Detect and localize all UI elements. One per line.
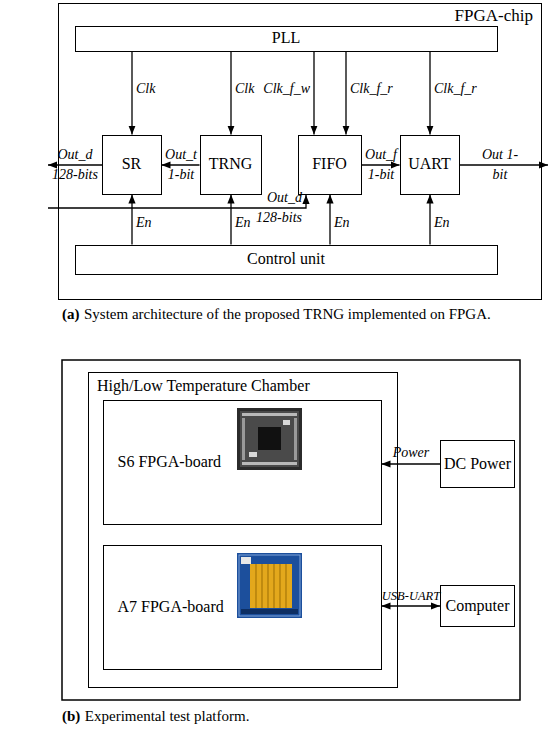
node-label: SR <box>122 155 142 173</box>
chip-boundary: FPGA-chipPLL SR TRNG FIFO UART Control unit <box>58 3 542 300</box>
caption-number: (a) <box>62 306 80 322</box>
process-box: SR <box>102 135 162 195</box>
board-box: S6 FPGA-board <box>103 400 382 525</box>
signal-label: En <box>136 214 160 232</box>
signal-label: Power <box>382 444 440 462</box>
process-box: FIFO <box>298 135 362 195</box>
signal-label: Out_f 1-bit <box>362 145 400 185</box>
signal-label: Out_d 128-bits <box>52 147 98 182</box>
node-label: A7 FPGA-board <box>118 598 224 616</box>
signal-label: Clk_f_w <box>252 80 310 98</box>
signal-label: Out_d 128-bits <box>248 188 302 228</box>
connector-arrow <box>382 605 441 606</box>
output-wire <box>460 164 548 165</box>
connector-arrow <box>162 164 200 165</box>
node-label: S6 FPGA-board <box>118 453 222 471</box>
signal-label: Out_d 128-bits <box>49 145 101 185</box>
chamber-box: High/Low Temperature Chamber S6 FPGA-boar… <box>88 372 398 688</box>
connector-arrow <box>429 195 430 245</box>
connector-arrow <box>429 52 430 135</box>
signal-label: Out_d 128-bits <box>256 190 302 225</box>
connector-arrow <box>131 52 132 135</box>
board-photo <box>237 553 302 618</box>
board-box: A7 FPGA-board <box>103 545 382 670</box>
signal-label: En <box>235 214 259 232</box>
node-label: High/Low Temperature Chamber <box>97 377 310 395</box>
node-label: FPGA-chip <box>455 6 533 26</box>
node-label: UART <box>408 155 451 173</box>
signal-label: USB-UART <box>375 587 447 605</box>
node-label: Control unit <box>247 250 325 268</box>
connector-arrow <box>362 164 400 165</box>
signal-label: En <box>334 214 358 232</box>
connector-arrow <box>230 52 231 135</box>
connector-arrow <box>382 463 441 464</box>
caption-text: (b) Experimental test platform. <box>62 707 522 726</box>
connector-arrow <box>313 52 314 135</box>
node-label: PLL <box>272 29 300 47</box>
signal-label: Clk <box>235 80 265 98</box>
board-photo <box>237 408 302 470</box>
process-box: UART <box>400 135 460 195</box>
signal-label: Clk_f_r <box>434 80 486 98</box>
node-label: FIFO <box>312 155 347 173</box>
connector-arrow <box>345 52 346 135</box>
node-label: Computer <box>446 597 510 615</box>
caption-text: System architecture of the proposed TRNG… <box>84 306 491 322</box>
output-wire <box>48 164 102 165</box>
device-box: DC Power <box>440 440 515 488</box>
signal-label: Out 1-bit <box>482 147 518 182</box>
figure-frame <box>62 360 520 700</box>
node-label: TRNG <box>209 155 253 173</box>
caption-text: Experimental test platform. <box>85 708 250 724</box>
caption-number: (b) <box>62 708 80 724</box>
device-box: Computer <box>440 585 515 627</box>
process-box: TRNG <box>200 135 262 195</box>
signal-label: Clk_f_r <box>350 80 400 98</box>
signal-label: Clk <box>136 80 166 98</box>
signal-label: Out_t 1-bit <box>162 145 200 185</box>
caption-text: (a)System architecture of the proposed T… <box>62 305 507 324</box>
node-label: DC Power <box>444 455 511 473</box>
signal-label: En <box>434 214 458 232</box>
process-box: PLL <box>75 26 498 52</box>
connector-arrow <box>329 195 330 245</box>
signal-label: Out 1-bit <box>476 145 524 185</box>
connector-arrow <box>131 195 132 245</box>
connector-arrow <box>230 195 231 245</box>
process-box: Control unit <box>75 245 498 275</box>
